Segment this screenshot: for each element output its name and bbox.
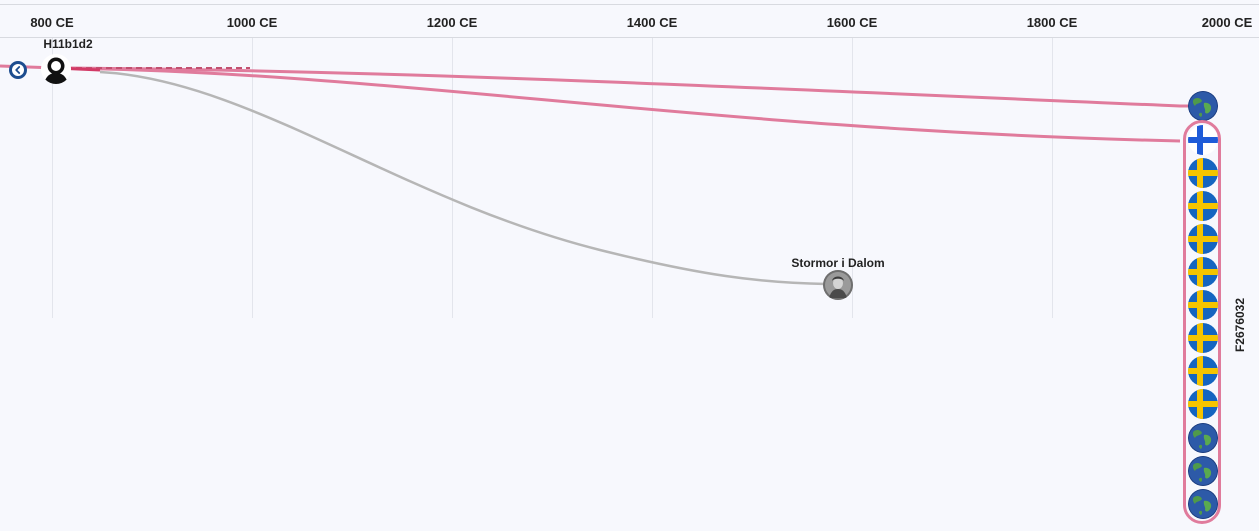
gridline xyxy=(52,38,53,318)
sweden-flag-icon[interactable] xyxy=(1188,224,1218,254)
sweden-flag-icon[interactable] xyxy=(1188,257,1218,287)
sweden-flag-icon[interactable] xyxy=(1188,323,1218,353)
tick-label-1600: 1600 CE xyxy=(826,15,878,30)
root-node-label: H11b1d2 xyxy=(43,37,93,51)
link-to-top-globe xyxy=(0,64,1190,108)
gridline xyxy=(452,38,453,318)
sweden-flag-icon[interactable] xyxy=(1188,356,1218,386)
globe-icon[interactable] xyxy=(1188,456,1218,486)
group-container[interactable] xyxy=(1183,120,1221,524)
tick-label-800: 800 CE xyxy=(30,15,74,30)
tick-label-1400: 1400 CE xyxy=(626,15,678,30)
chevron-left-icon xyxy=(12,64,24,76)
person-silhouette-icon xyxy=(41,54,71,84)
root-node-avatar[interactable] xyxy=(41,54,71,84)
gridline xyxy=(1052,38,1053,318)
gridline xyxy=(252,38,253,318)
sweden-flag-icon[interactable] xyxy=(1188,389,1218,419)
portrait-photo-icon xyxy=(823,270,853,300)
back-button[interactable] xyxy=(9,61,27,79)
globe-icon[interactable] xyxy=(1188,489,1218,519)
tick-label-1800: 1800 CE xyxy=(1026,15,1078,30)
group-label: F2676032 xyxy=(1233,297,1247,353)
top-border xyxy=(0,4,1259,5)
link-to-group xyxy=(55,66,1181,143)
person-node-avatar[interactable] xyxy=(823,270,853,300)
finland-flag-icon[interactable] xyxy=(1188,125,1218,155)
sweden-flag-icon[interactable] xyxy=(1188,158,1218,188)
tick-label-2000: 2000 CE xyxy=(1201,15,1253,30)
tick-label-1000: 1000 CE xyxy=(226,15,278,30)
person-node-label: Stormor i Dalom xyxy=(791,256,885,270)
time-axis xyxy=(0,37,1259,38)
sweden-flag-icon[interactable] xyxy=(1188,290,1218,320)
globe-icon[interactable] xyxy=(1188,91,1218,121)
link-to-stormor xyxy=(99,70,827,286)
globe-icon[interactable] xyxy=(1188,423,1218,453)
gridline xyxy=(852,38,853,318)
tick-label-1200: 1200 CE xyxy=(426,15,478,30)
gridline xyxy=(652,38,653,318)
sweden-flag-icon[interactable] xyxy=(1188,191,1218,221)
